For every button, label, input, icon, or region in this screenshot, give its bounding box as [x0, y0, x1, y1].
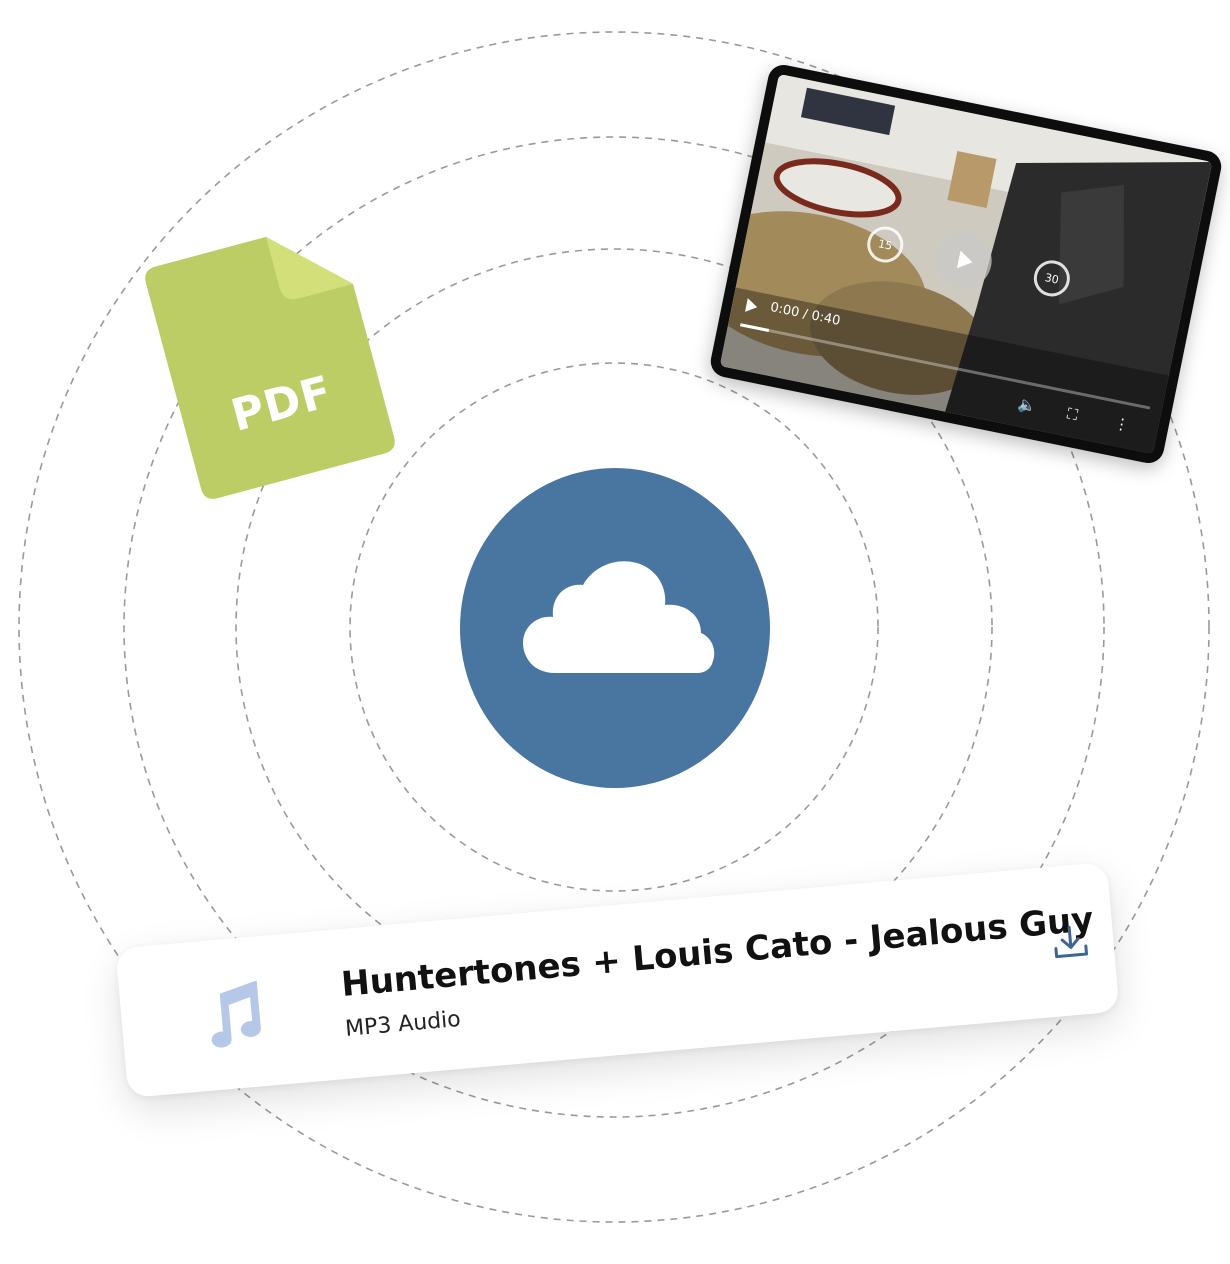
ring-3 [123, 136, 1105, 1118]
video-progress-fill [740, 323, 770, 333]
audio-file-card[interactable]: Huntertones + Louis Cato - Jealous Guy M… [115, 861, 1120, 1099]
play-icon [956, 250, 975, 272]
more-icon[interactable]: ⋮ [1112, 413, 1131, 435]
fullscreen-icon[interactable]: ⛶ [1065, 404, 1080, 425]
download-icon[interactable] [1050, 922, 1091, 963]
play-icon[interactable] [745, 298, 759, 315]
ring-1 [349, 362, 879, 892]
cloud-badge [460, 468, 770, 788]
ring-2 [235, 248, 993, 1006]
video-player-card[interactable]: 15 30 0:00 / 0:40 🔈 ⛶ ⋮ [707, 62, 1225, 466]
cloud-icon [523, 561, 715, 673]
music-note-icon [211, 980, 261, 1048]
ring-4 [18, 31, 1210, 1223]
file-icon [145, 236, 395, 499]
video-frame[interactable]: 15 30 0:00 / 0:40 🔈 ⛶ ⋮ [719, 73, 1213, 455]
volume-icon[interactable]: 🔈 [1016, 394, 1039, 416]
pdf-file-card[interactable]: PDF [142, 218, 397, 502]
audio-subtitle: MP3 Audio [344, 1006, 462, 1042]
